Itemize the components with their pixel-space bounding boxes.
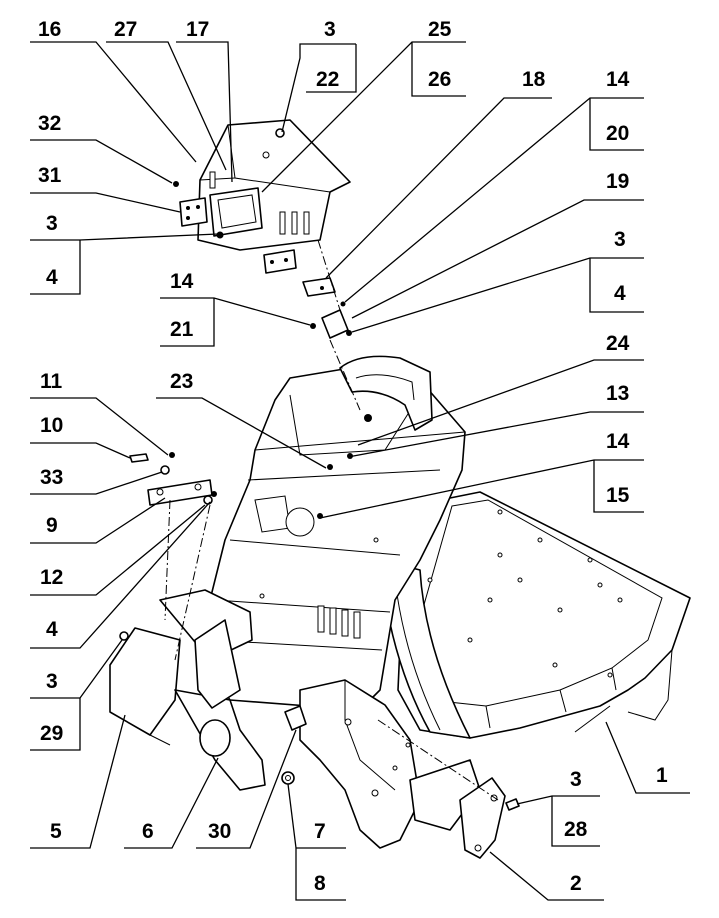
label-14: 14	[170, 270, 194, 293]
main-console	[204, 355, 466, 711]
leader-lines	[30, 41, 690, 901]
label-13: 13	[606, 382, 629, 405]
label-17: 17	[186, 18, 209, 41]
label-33: 33	[40, 466, 63, 489]
lower-front-frame	[109, 589, 520, 859]
label-21: 21	[170, 318, 194, 341]
label-27: 27	[114, 18, 137, 41]
label-31: 31	[38, 164, 62, 187]
label-26: 26	[428, 68, 451, 91]
label-3: 3	[46, 212, 58, 235]
label-18: 18	[522, 68, 546, 91]
label-7: 7	[314, 820, 326, 843]
label-9: 9	[46, 514, 58, 537]
screw-29	[119, 631, 129, 641]
label-14: 14	[606, 430, 630, 453]
label-25: 25	[428, 18, 452, 41]
label-16: 16	[38, 18, 61, 41]
display-housing	[173, 119, 351, 274]
label-14: 14	[606, 68, 630, 91]
label-19: 19	[606, 170, 629, 193]
parts-drawing	[109, 119, 691, 859]
label-11: 11	[40, 370, 63, 393]
label-20: 20	[606, 122, 629, 145]
part-number-labels: 16 27 17 3 22 25 26 18 14 20 32 31 19 3 …	[38, 18, 668, 895]
label-3: 3	[46, 670, 58, 693]
bracket-18-19	[302, 277, 352, 339]
label-6: 6	[142, 820, 154, 843]
label-3: 3	[570, 768, 582, 791]
label-30: 30	[208, 820, 231, 843]
label-15: 15	[606, 484, 630, 507]
label-4: 4	[614, 282, 626, 305]
label-10: 10	[40, 414, 63, 437]
label-3: 3	[614, 228, 626, 251]
label-4: 4	[46, 618, 58, 641]
label-22: 22	[316, 68, 339, 91]
label-32: 32	[38, 112, 61, 135]
label-1: 1	[656, 764, 668, 787]
label-5: 5	[50, 820, 62, 843]
label-3: 3	[324, 18, 336, 41]
label-8: 8	[314, 872, 326, 895]
label-28: 28	[564, 818, 588, 841]
label-4: 4	[46, 266, 58, 289]
label-12: 12	[40, 566, 63, 589]
label-29: 29	[40, 722, 63, 745]
label-23: 23	[170, 370, 193, 393]
label-24: 24	[606, 332, 630, 355]
label-2: 2	[570, 872, 582, 895]
